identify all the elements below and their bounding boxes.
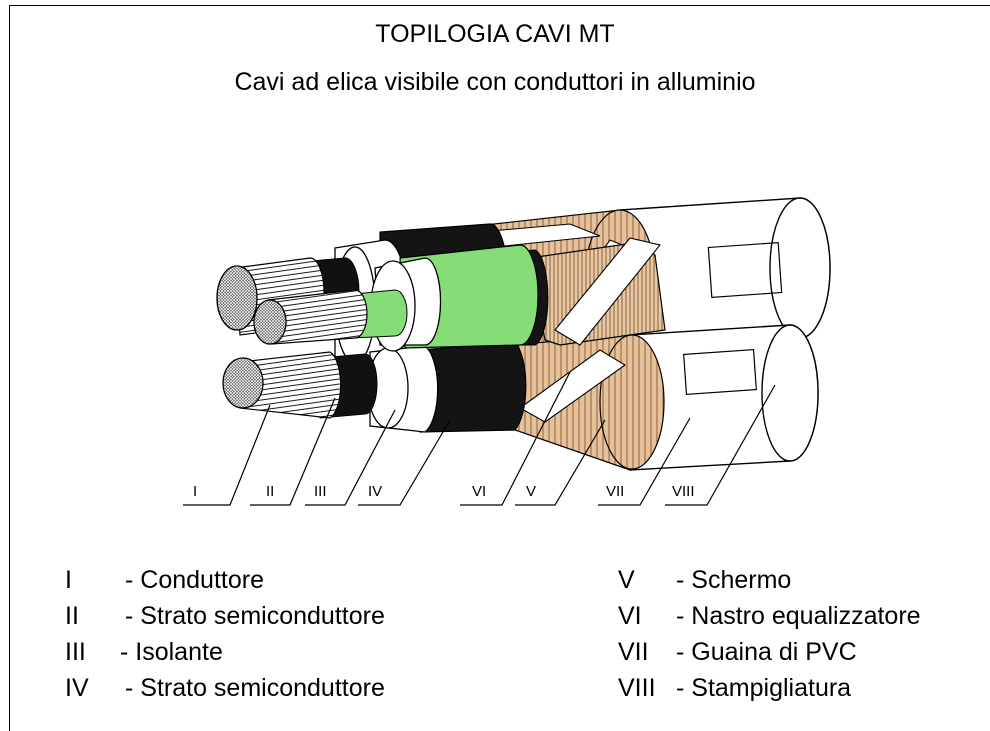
- legend-separator: -: [676, 602, 692, 630]
- legend-text: Isolante: [135, 638, 223, 666]
- legend-item: V - Schermo: [618, 565, 791, 595]
- callout-label-vii: VII: [606, 483, 624, 500]
- middle-cable: [253, 237, 666, 352]
- legend-text: Nastro equalizzatore: [691, 602, 921, 630]
- diagram-subtitle: Cavi ad elica visibile con conduttori in…: [234, 68, 756, 96]
- legend-text: Schermo: [691, 566, 792, 594]
- callout-leaders: [183, 371, 776, 506]
- legend-separator: -: [676, 566, 692, 594]
- callout-leader-iv: [358, 419, 451, 506]
- diagram-title: TOPILOGIA CAVI MT: [375, 20, 615, 48]
- legend-item: I - Conduttore: [65, 565, 264, 595]
- callout-leader-i: [183, 404, 271, 506]
- legend-numeral: IV: [65, 674, 89, 702]
- legend-separator: -: [676, 674, 692, 702]
- callout-label-ii: II: [266, 483, 274, 500]
- legend-separator: -: [125, 674, 141, 702]
- legend-separator: -: [125, 602, 141, 630]
- legend-item: VI - Nastro equalizzatore: [618, 601, 921, 631]
- legend-numeral: III: [65, 638, 86, 666]
- legend-separator: -: [676, 638, 692, 666]
- callout-leader-viii: [665, 384, 776, 506]
- callout-label-v: V: [526, 483, 536, 500]
- callout-leader-vi: [460, 371, 571, 506]
- callout-label-viii: VIII: [672, 483, 695, 500]
- legend-separator: -: [125, 566, 141, 594]
- callout-label-iv: IV: [368, 483, 382, 500]
- legend-text: Guaina di PVC: [691, 638, 857, 666]
- callout-label-vi: VI: [472, 483, 486, 500]
- callout-leader-iii: [305, 409, 396, 506]
- legend-item: VIII- Stampigliatura: [618, 673, 851, 703]
- legend-item: VII- Guaina di PVC: [618, 637, 857, 667]
- frame-top-border: [9, 5, 990, 6]
- callout-leader-ii: [250, 397, 336, 506]
- legend-separator: -: [120, 638, 136, 666]
- legend-numeral: II: [65, 602, 79, 630]
- callout-label-iii: III: [314, 483, 327, 500]
- legend-item: III - Isolante: [65, 637, 223, 667]
- frame-left-border: [9, 5, 10, 731]
- lower-cable: [222, 324, 819, 471]
- callout-leader-vii: [598, 417, 691, 506]
- legend-numeral: I: [65, 566, 72, 594]
- legend-numeral: V: [618, 566, 635, 594]
- callout-label-i: I: [193, 483, 197, 500]
- legend-text: Conduttore: [140, 566, 264, 594]
- legend-numeral: VI: [618, 602, 642, 630]
- callout-leader-v: [515, 419, 606, 506]
- legend-item: II - Strato semiconduttore: [65, 601, 385, 631]
- legend-text: Stampigliatura: [691, 674, 852, 702]
- legend-text: Strato semiconduttore: [140, 602, 385, 630]
- legend-numeral: VIII: [618, 674, 656, 702]
- legend-text: Strato semiconduttore: [140, 674, 385, 702]
- legend-numeral: VII: [618, 638, 649, 666]
- legend-item: IV - Strato semiconduttore: [65, 673, 385, 703]
